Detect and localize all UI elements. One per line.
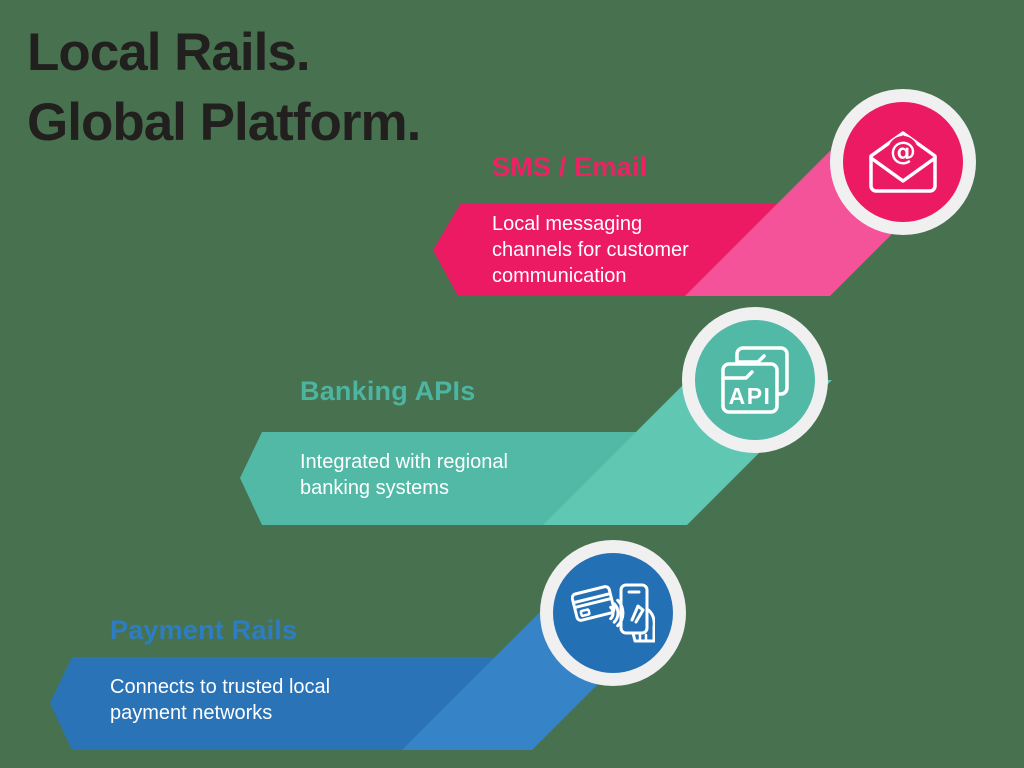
api-windows-icon: API bbox=[721, 346, 789, 414]
contactless-payment-icon bbox=[571, 583, 655, 643]
page-title-line1: Local Rails. bbox=[27, 23, 311, 82]
payment-rails-description: Connects to trusted local payment networ… bbox=[110, 676, 331, 724]
page-title: Local Rails. Global Platform. bbox=[27, 18, 421, 158]
banking-apis-icon-circle: API bbox=[695, 320, 815, 440]
email-at-icon: @ bbox=[869, 131, 937, 193]
payment-rails-label: Payment Rails bbox=[110, 615, 298, 645]
payment-rails-icon-badge bbox=[540, 540, 686, 686]
payment-rails-icon-circle bbox=[553, 553, 673, 673]
page-title-line2: Global Platform. bbox=[27, 93, 421, 152]
sms-email-icon-badge: @ bbox=[830, 89, 976, 235]
banking-apis-description: Integrated with regional banking systems bbox=[300, 451, 508, 499]
sms-email-label: SMS / Email bbox=[492, 152, 648, 182]
svg-text:API: API bbox=[729, 383, 772, 409]
sms-email-description: Local messaging channels for customer co… bbox=[492, 213, 689, 287]
banking-apis-label: Banking APIs bbox=[300, 376, 476, 406]
payment-rails-banner-shape bbox=[50, 657, 532, 750]
svg-text:@: @ bbox=[890, 137, 916, 167]
banking-apis-icon-badge: API bbox=[682, 307, 828, 453]
sms-email-icon-circle: @ bbox=[843, 102, 963, 222]
